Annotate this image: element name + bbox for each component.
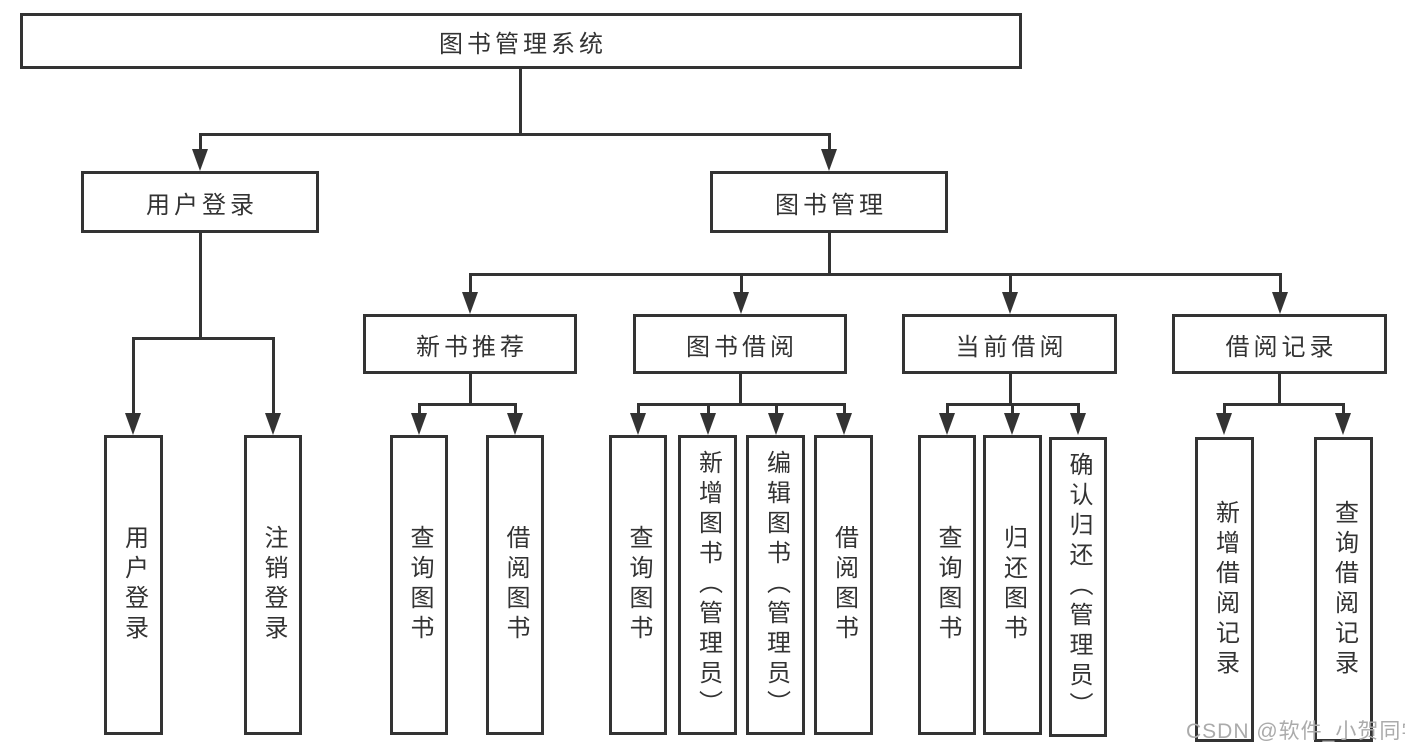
- arrow-down-icon: [462, 292, 478, 314]
- leaf-query-borrow-record: 查询借阅记录: [1314, 437, 1373, 742]
- node-library-management-system: 图书管理系统: [20, 13, 1022, 69]
- connector-line: [1342, 403, 1345, 415]
- node-book-management: 图书管理: [710, 171, 948, 233]
- arrow-down-icon: [411, 413, 427, 435]
- connector-line: [637, 403, 640, 415]
- arrow-down-icon: [1335, 413, 1351, 435]
- arrow-down-icon: [630, 413, 646, 435]
- connector-line: [707, 403, 710, 415]
- connector-line: [843, 403, 846, 415]
- connector-line: [418, 403, 517, 406]
- connector-line: [199, 233, 202, 337]
- arrow-down-icon: [192, 149, 208, 171]
- leaf-confirm-return-admin: 确认归还（管理员）: [1049, 437, 1107, 737]
- connector-line: [1279, 273, 1282, 295]
- connector-line: [132, 337, 275, 340]
- connector-line: [828, 133, 831, 152]
- connector-line: [199, 133, 831, 136]
- connector-line: [1009, 273, 1012, 295]
- arrow-down-icon: [733, 292, 749, 314]
- connector-line: [775, 403, 778, 415]
- connector-line: [828, 233, 831, 273]
- arrow-down-icon: [125, 413, 141, 435]
- leaf-return-books: 归还图书: [983, 435, 1042, 735]
- arrow-down-icon: [1070, 413, 1086, 435]
- leaf-borrow-books-recommend: 借阅图书: [486, 435, 544, 735]
- connector-line: [1009, 374, 1012, 403]
- leaf-query-books-recommend: 查询图书: [390, 435, 448, 735]
- connector-line: [1077, 403, 1080, 415]
- arrow-down-icon: [1004, 413, 1020, 435]
- leaf-edit-books-admin: 编辑图书（管理员）: [746, 435, 805, 735]
- csdn-watermark: CSDN @软件_小贺同学: [1186, 720, 1405, 743]
- connector-line: [740, 273, 743, 295]
- arrow-down-icon: [939, 413, 955, 435]
- connector-line: [1278, 374, 1281, 403]
- arrow-down-icon: [1216, 413, 1232, 435]
- leaf-add-books-admin: 新增图书（管理员）: [678, 435, 737, 735]
- arrow-down-icon: [1272, 292, 1288, 314]
- connector-line: [1223, 403, 1344, 406]
- leaf-query-books-current: 查询图书: [918, 435, 976, 735]
- arrow-down-icon: [700, 413, 716, 435]
- node-current-borrowing: 当前借阅: [902, 314, 1117, 374]
- arrow-down-icon: [768, 413, 784, 435]
- arrow-down-icon: [821, 149, 837, 171]
- leaf-add-borrow-record: 新增借阅记录: [1195, 437, 1254, 742]
- node-user-login: 用户登录: [81, 171, 319, 233]
- connector-line: [418, 403, 421, 415]
- connector-line: [469, 374, 472, 403]
- node-book-borrowing: 图书借阅: [633, 314, 847, 374]
- connector-line: [739, 374, 742, 403]
- connector-line: [1011, 403, 1014, 415]
- connector-line: [199, 133, 202, 152]
- leaf-user-login: 用户登录: [104, 435, 163, 735]
- node-borrowing-records: 借阅记录: [1172, 314, 1387, 374]
- arrow-down-icon: [1002, 292, 1018, 314]
- connector-line: [637, 403, 846, 406]
- connector-line: [469, 273, 472, 295]
- connector-line: [1223, 403, 1226, 415]
- leaf-query-books-borrow: 查询图书: [609, 435, 667, 735]
- node-new-book-recommend: 新书推荐: [363, 314, 577, 374]
- connector-line: [514, 403, 517, 415]
- arrow-down-icon: [265, 413, 281, 435]
- leaf-borrow-books: 借阅图书: [814, 435, 873, 735]
- connector-line: [946, 403, 949, 415]
- connector-line: [519, 69, 522, 135]
- connector-line: [469, 273, 1282, 276]
- connector-line: [272, 337, 275, 417]
- connector-line: [132, 337, 135, 417]
- arrow-down-icon: [836, 413, 852, 435]
- leaf-logout: 注销登录: [244, 435, 302, 735]
- arrow-down-icon: [507, 413, 523, 435]
